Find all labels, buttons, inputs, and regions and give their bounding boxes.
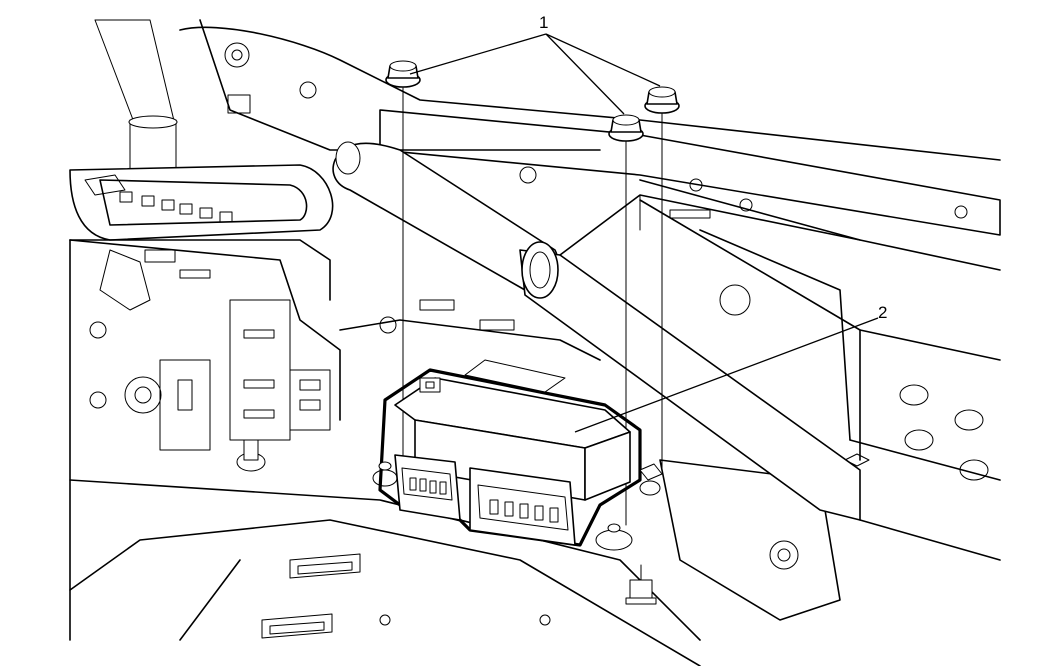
callout-2-label: 2 — [878, 303, 887, 322]
parking-brake-lever — [332, 141, 861, 521]
shift-lever-assembly — [69, 19, 334, 311]
callout-leaders — [409, 33, 879, 433]
vehicle-body-structure — [69, 19, 1001, 641]
front-floor-panel — [69, 519, 701, 666]
airbag-sensing-module — [372, 359, 663, 551]
mounting-bolts — [385, 60, 680, 142]
callout-1-label: 1 — [539, 13, 548, 32]
bolt-middle — [608, 114, 644, 142]
bolt-right — [644, 86, 680, 114]
bolt-left — [385, 60, 421, 88]
